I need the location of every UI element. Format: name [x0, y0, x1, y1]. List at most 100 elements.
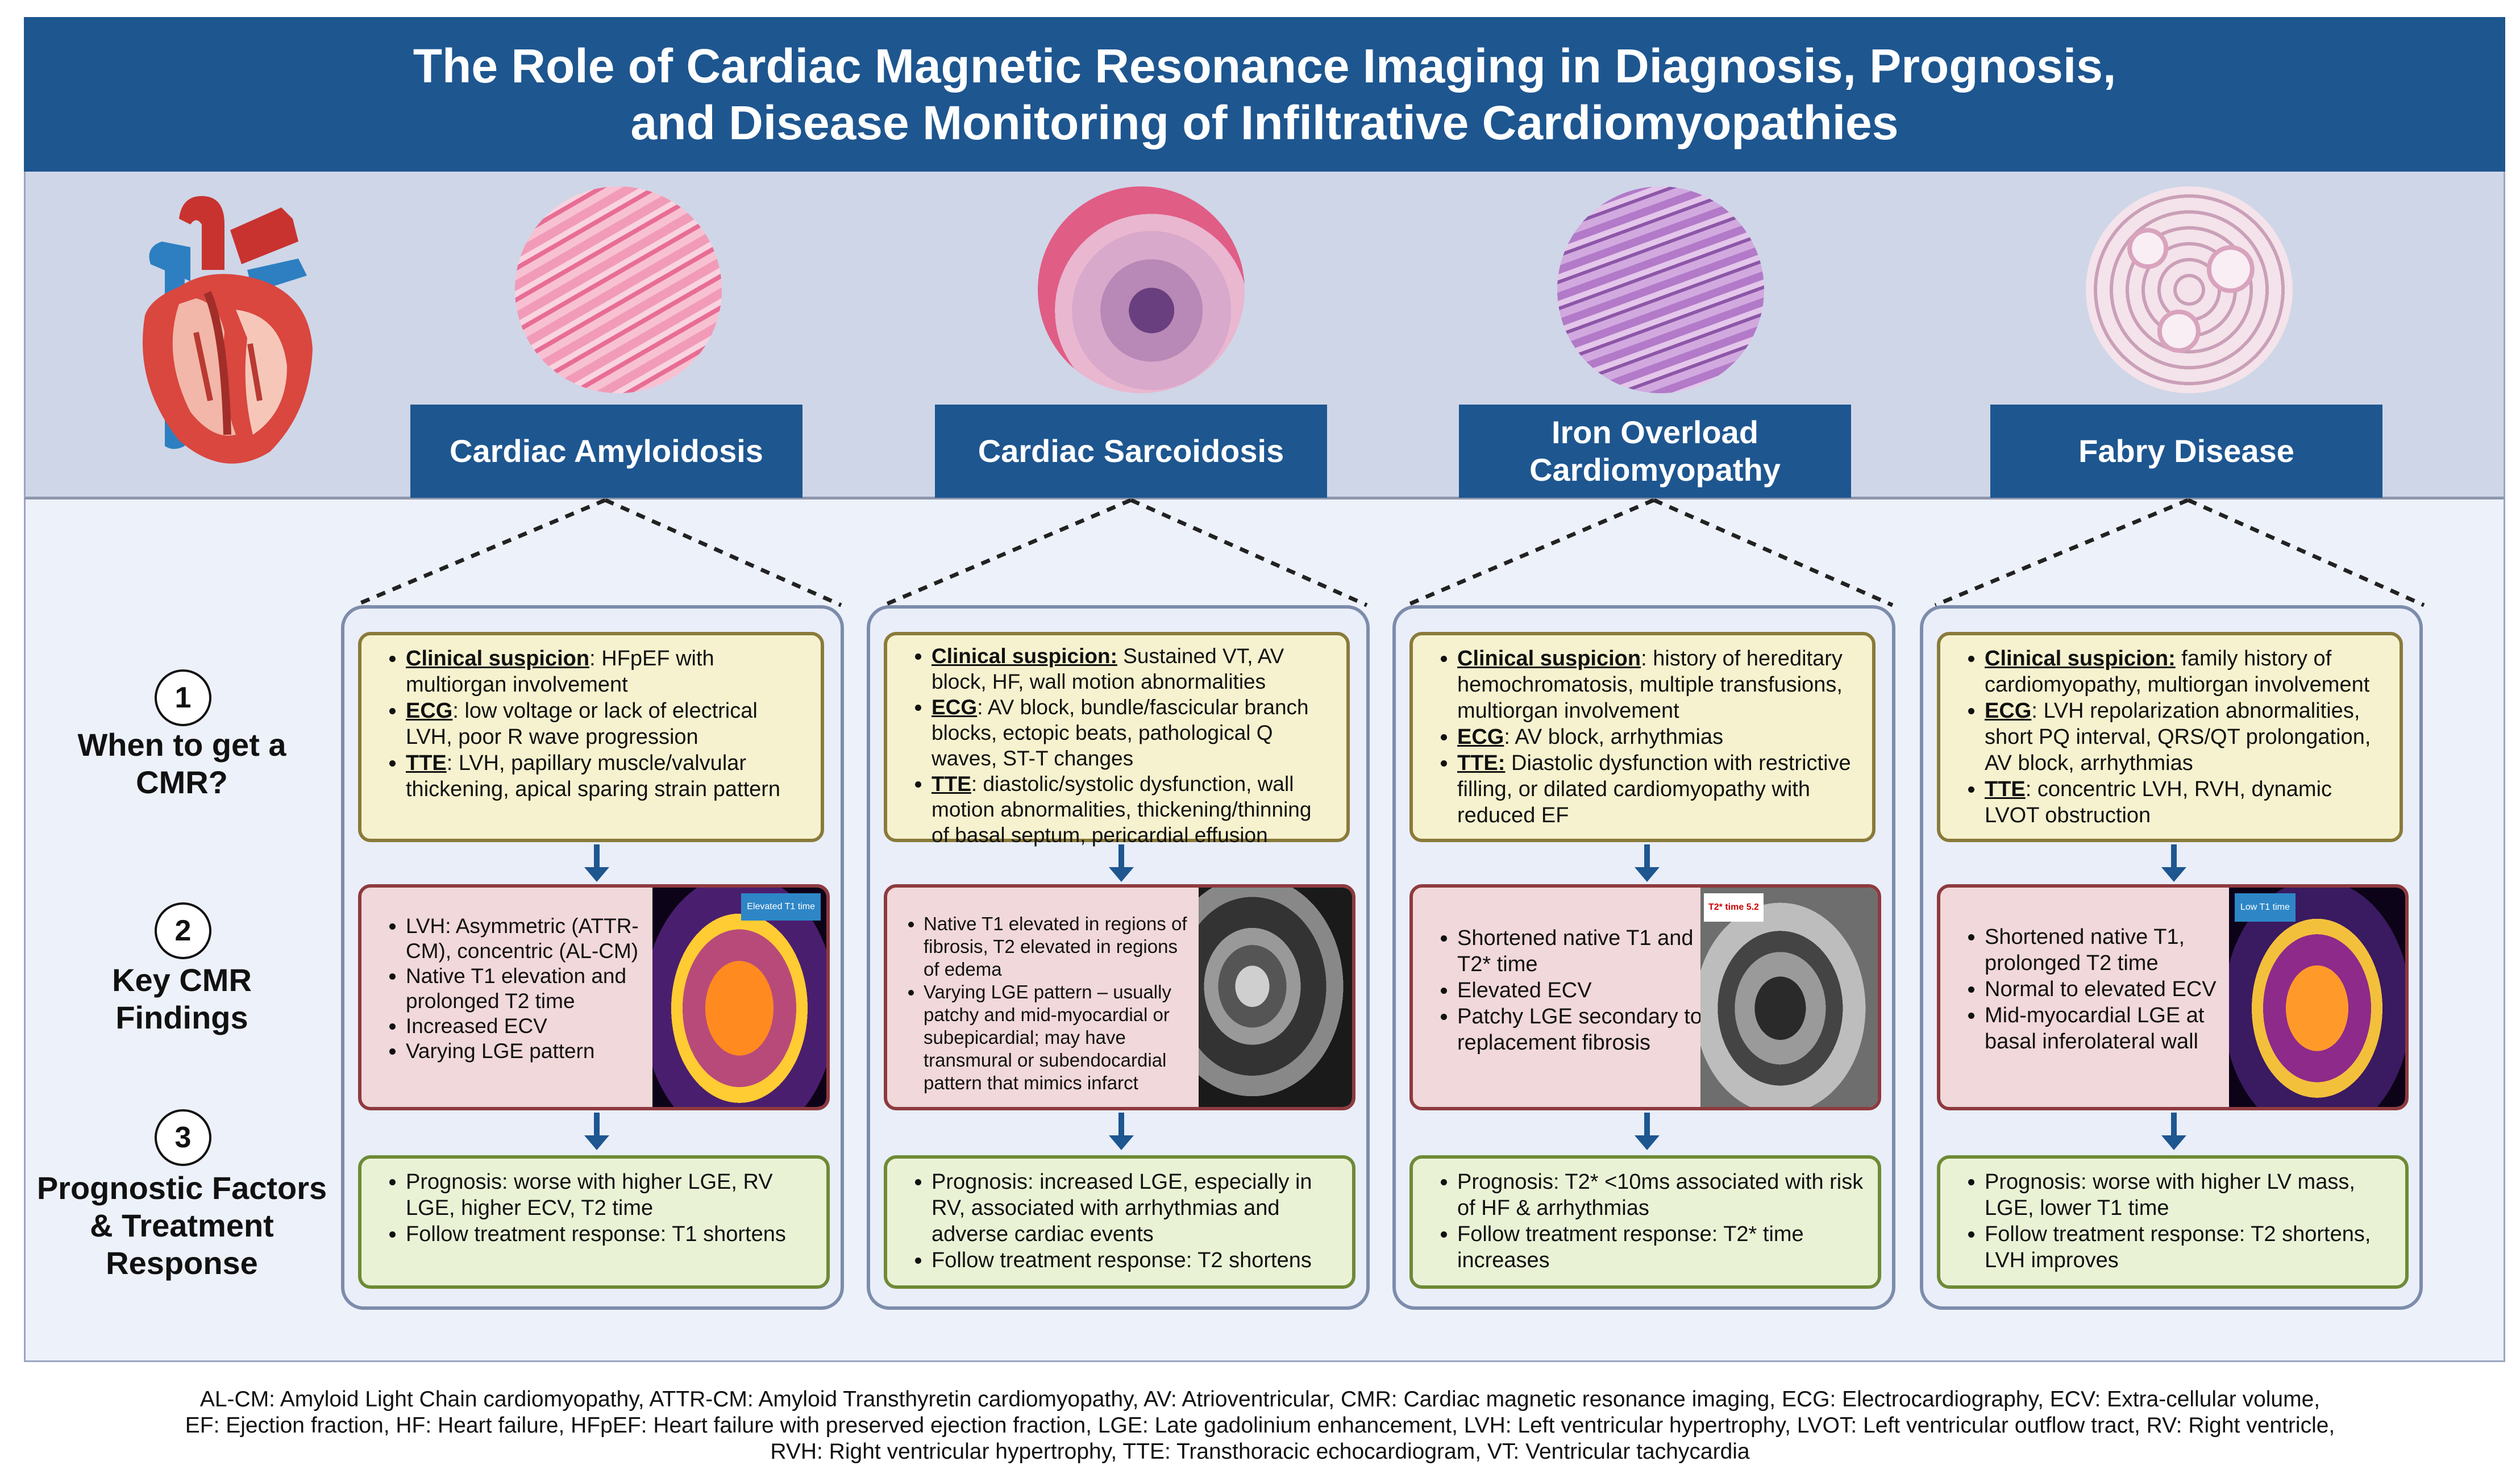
- sarcoidosis-prognosis-box: Prognosis: increased LGE, especially in …: [884, 1155, 1355, 1289]
- step-number: 2: [174, 914, 192, 947]
- footer-line: AL-CM: Amyloid Light Chain cardiomyopath…: [199, 1387, 2321, 1412]
- iron-overload-cmr-image: T2* time 5.2: [1700, 888, 1878, 1107]
- step-number: 1: [174, 681, 192, 714]
- amyloidosis-prognosis-box: Prognosis: worse with higher LGE, RV LGE…: [358, 1155, 830, 1289]
- fabry-prognosis-box: Prognosis: worse with higher LV mass, LG…: [1937, 1155, 2409, 1289]
- sarcoidosis-cmr-image: [1199, 888, 1352, 1107]
- label-iron-overload: Iron Overload Cardiomyopathy: [1459, 405, 1851, 498]
- when-key: TTE: [1985, 777, 2026, 801]
- when-key: Clinical suspicion: [406, 647, 590, 671]
- when-item: Clinical suspicion: HFpEF with multiorga…: [406, 646, 807, 698]
- finding-item: Native T1 elevation and prolonged T2 tim…: [406, 964, 657, 1014]
- fabry-histology-image: [2086, 186, 2293, 393]
- when-item: Clinical suspicion: family history of ca…: [1985, 646, 2386, 698]
- when-item: Clinical suspicion: history of hereditar…: [1457, 646, 1858, 724]
- when-item: TTE: diastolic/systolic dysfunction, wal…: [932, 771, 1333, 848]
- step-3-label: Prognostic Factors & Treatment Response: [23, 1169, 341, 1282]
- finding-item: Mid-myocardial LGE at basal inferolatera…: [1985, 1002, 2242, 1055]
- step-3-circle: 3: [155, 1109, 211, 1166]
- when-item: ECG: AV block, arrhythmias: [1457, 724, 1858, 750]
- label-cardiac-amyloidosis: Cardiac Amyloidosis: [410, 405, 802, 498]
- finding-item: LVH: Asymmetric (ATTR-CM), concentric (A…: [406, 914, 657, 964]
- finding-item: Varying LGE pattern – usually patchy and…: [924, 981, 1197, 1094]
- label-line-1: Iron Overload: [1551, 414, 1759, 450]
- amyloidosis-findings-box: LVH: Asymmetric (ATTR-CM), concentric (A…: [358, 884, 830, 1110]
- finding-item: Normal to elevated ECV: [1985, 976, 2242, 1002]
- when-text: : low voltage or lack of electrical LVH,…: [406, 699, 758, 749]
- prognosis-item: Follow treatment response: T1 shortens: [406, 1221, 813, 1247]
- fabry-cmr-image: Low T1 time: [2229, 888, 2405, 1107]
- label-line-2: Cardiomyopathy: [1529, 452, 1781, 488]
- image-tag: Low T1 time: [2235, 893, 2296, 922]
- iron-overload-when-box: Clinical suspicion: history of hereditar…: [1409, 632, 1876, 842]
- when-key: ECG: [1985, 699, 2032, 723]
- step-label-line: When to get a: [77, 727, 286, 763]
- finding-item: Varying LGE pattern: [406, 1039, 657, 1064]
- step-label-line: CMR?: [136, 764, 228, 800]
- when-text: : AV block, arrhythmias: [1504, 725, 1724, 749]
- when-item: TTE: Diastolic dysfunction with restrict…: [1457, 750, 1858, 828]
- fabry-when-box: Clinical suspicion: family history of ca…: [1937, 632, 2403, 842]
- amyloidosis-cmr-image: Elevated T1 time: [652, 888, 826, 1107]
- footer-line: RVH: Right ventricular hypertrophy, TTE:…: [770, 1439, 1750, 1464]
- dotted-connectors: [354, 498, 2425, 607]
- when-key: TTE: [406, 751, 447, 775]
- findings-text: Native T1 elevated in regions of fibrosi…: [896, 913, 1197, 1094]
- iron-overload-prognosis-box: Prognosis: T2* <10ms associated with ris…: [1409, 1155, 1881, 1289]
- step-number: 3: [174, 1121, 192, 1154]
- step-1-label: When to get a CMR?: [23, 726, 341, 801]
- sarcoidosis-when-box: Clinical suspicion: Sustained VT, AV blo…: [884, 632, 1350, 847]
- when-item: ECG: low voltage or lack of electrical L…: [406, 698, 807, 750]
- finding-item: Elevated ECV: [1457, 977, 1708, 1004]
- amyloidosis-when-box: Clinical suspicion: HFpEF with multiorga…: [358, 632, 824, 842]
- step-label-line: & Treatment: [90, 1208, 274, 1243]
- finding-item: Patchy LGE secondary to replacement fibr…: [1457, 1004, 1708, 1056]
- step-label-line: Findings: [115, 1000, 248, 1035]
- iron-overload-findings-box: Shortened native T1 and T2* time Elevate…: [1409, 884, 1881, 1110]
- footer-line: EF: Ejection fraction, HF: Heart failure…: [185, 1413, 2335, 1438]
- title-banner: The Role of Cardiac Magnetic Resonance I…: [24, 17, 2505, 172]
- when-text: Diastolic dysfunction with restrictive f…: [1457, 751, 1851, 827]
- findings-text: Shortened native T1 and T2* time Elevate…: [1424, 925, 1708, 1056]
- sarcoidosis-findings-box: Native T1 elevated in regions of fibrosi…: [884, 884, 1355, 1110]
- title-line-1: The Role of Cardiac Magnetic Resonance I…: [413, 39, 2116, 93]
- when-key: Clinical suspicion:: [932, 644, 1117, 668]
- label-cardiac-sarcoidosis: Cardiac Sarcoidosis: [935, 405, 1327, 498]
- when-key: TTE: [932, 772, 971, 796]
- when-text: : diastolic/systolic dysfunction, wall m…: [932, 772, 1312, 847]
- when-key: ECG: [1457, 725, 1504, 749]
- label-fabry-disease: Fabry Disease: [1990, 405, 2382, 498]
- amyloidosis-histology-image: [515, 186, 722, 393]
- when-text: family history of cardiomyopathy, multio…: [1985, 647, 2370, 697]
- step-label-line: Key CMR: [112, 962, 252, 998]
- when-item: Clinical suspicion: Sustained VT, AV blo…: [932, 643, 1333, 694]
- when-key: ECG: [406, 699, 453, 723]
- when-item: TTE: concentric LVH, RVH, dynamic LVOT o…: [1985, 776, 2386, 828]
- label-line-1: Fabry Disease: [2078, 433, 2294, 469]
- finding-item: Shortened native T1, prolonged T2 time: [1985, 924, 2242, 976]
- step-label-line: Response: [106, 1245, 258, 1281]
- prognosis-item: Prognosis: worse with higher LV mass, LG…: [1985, 1169, 2392, 1221]
- findings-text: Shortened native T1, prolonged T2 time N…: [1952, 924, 2242, 1055]
- title-line-2: and Disease Monitoring of Infiltrative C…: [630, 96, 1899, 149]
- when-key: ECG: [932, 696, 978, 719]
- abbreviations-footer: AL-CM: Amyloid Light Chain cardiomyopath…: [0, 1387, 2520, 1465]
- prognosis-item: Prognosis: T2* <10ms associated with ris…: [1457, 1169, 1864, 1221]
- when-text: : history of hereditary hemochromatosis,…: [1457, 647, 1843, 723]
- when-text: Sustained VT, AV block, HF, wall motion …: [932, 644, 1284, 693]
- when-key: Clinical suspicion:: [1985, 647, 2176, 671]
- when-item: ECG: LVH repolarization abnormalities, s…: [1985, 698, 2386, 776]
- prognosis-item: Follow treatment response: T2* time incr…: [1457, 1221, 1864, 1273]
- fabry-findings-box: Shortened native T1, prolonged T2 time N…: [1937, 884, 2409, 1110]
- prognosis-item: Prognosis: worse with higher LGE, RV LGE…: [406, 1169, 813, 1221]
- step-1-circle: 1: [155, 669, 211, 726]
- prognosis-item: Prognosis: increased LGE, especially in …: [932, 1169, 1338, 1247]
- when-key: Clinical suspicion: [1457, 647, 1641, 671]
- sarcoidosis-histology-image: [1038, 186, 1245, 393]
- when-key: TTE:: [1457, 751, 1506, 775]
- label-line-1: Cardiac Sarcoidosis: [978, 433, 1284, 469]
- when-text: : AV block, bundle/fascicular branch blo…: [932, 696, 1309, 770]
- finding-item: Increased ECV: [406, 1014, 657, 1039]
- finding-item: Native T1 elevated in regions of fibrosi…: [924, 913, 1197, 981]
- findings-text: LVH: Asymmetric (ATTR-CM), concentric (A…: [373, 914, 657, 1064]
